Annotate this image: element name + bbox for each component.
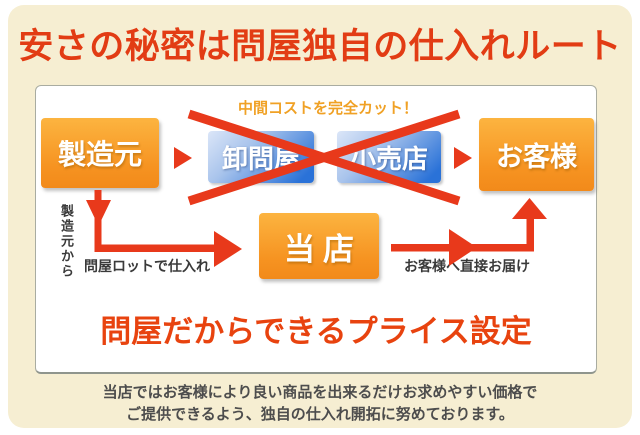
supply-chain-diagram-panel: 中間コストを完全カット！ 製造元 卸問屋 小売店 お客様 当店 製造元から 問屋… <box>35 85 597 374</box>
wholesale-lot-label: 問屋ロットで仕入れ <box>84 259 210 275</box>
right-arrow-line <box>391 244 534 252</box>
from-manufacturer-label: 製造元から <box>58 204 73 279</box>
cost-cut-banner: 中間コストを完全カット！ <box>237 99 418 117</box>
node-retailer: 小売店 <box>337 131 441 183</box>
page-title: 安さの秘密は問屋独自の仕入れルート <box>18 27 622 67</box>
node-manufacturer: 製造元 <box>41 118 159 188</box>
node-wholesaler: 卸問屋 <box>208 131 314 183</box>
footer-line-2: ご提供できるよう、独自の仕入れ開拓に努めております。 <box>126 405 514 423</box>
node-our-store: 当店 <box>259 213 379 279</box>
up-arrow-line <box>526 206 534 252</box>
up-arrowhead-icon <box>512 198 547 219</box>
direct-delivery-label: お客様へ直接お届け <box>404 259 530 275</box>
right-arrow-icon <box>454 147 472 169</box>
down-arrow-line <box>94 190 102 252</box>
footer-line-1: 当店ではお客様により良い商品を出来るだけお求めやすい価格で <box>102 383 538 401</box>
down-arrowhead-icon <box>86 200 111 226</box>
diagram-caption: 問屋だからできるプライス設定 <box>100 314 532 350</box>
right-arrow-icon <box>174 147 192 169</box>
node-customer: お客様 <box>479 118 594 191</box>
right-arrow-line <box>98 244 214 252</box>
right-arrowhead-icon <box>214 231 242 267</box>
footer-note: 当店ではお客様により良い商品を出来るだけお求めやすい価格で ご提供できるよう、独… <box>0 381 640 425</box>
